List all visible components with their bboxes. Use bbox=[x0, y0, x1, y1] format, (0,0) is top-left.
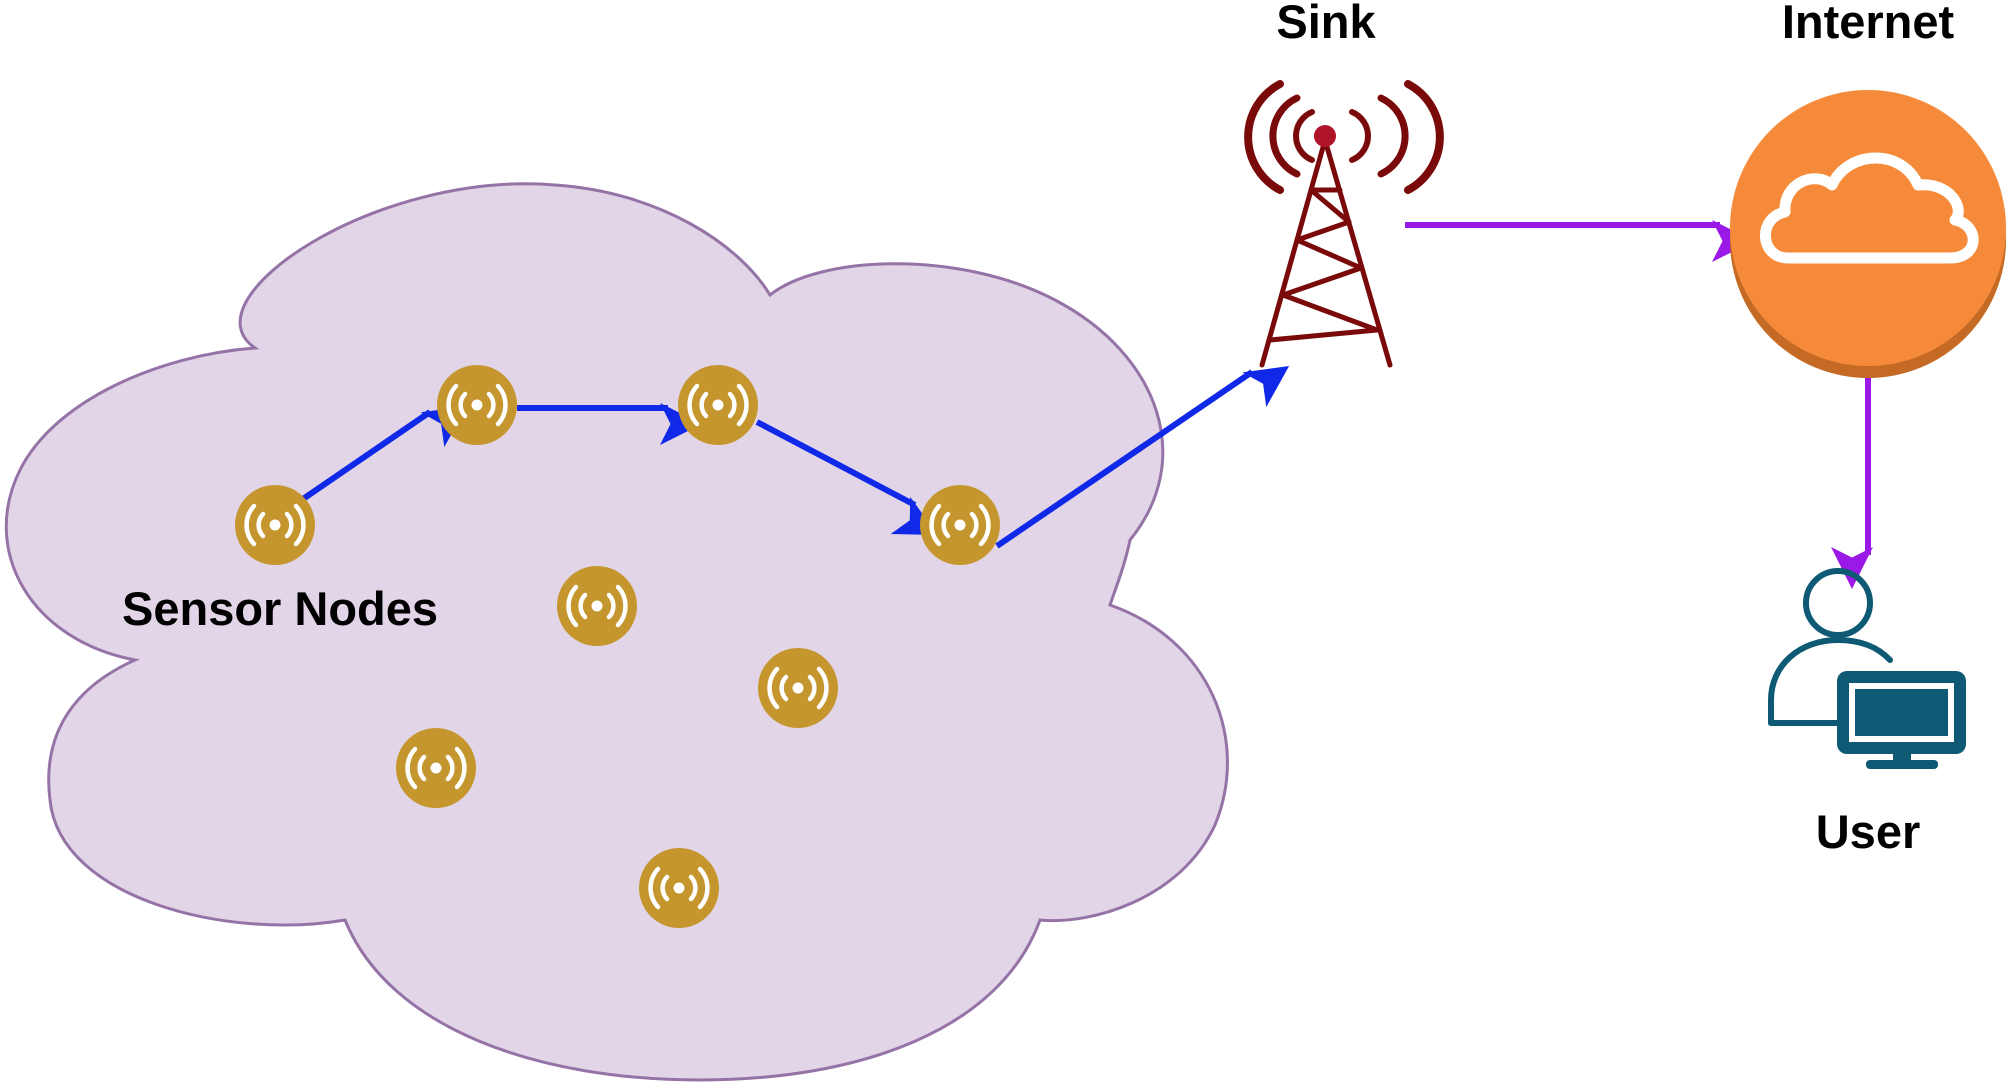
sink-label: Sink bbox=[1276, 0, 1376, 48]
user-label: User bbox=[1816, 805, 1921, 858]
hop-arrow-1 bbox=[301, 405, 468, 502]
tower-antenna-tip bbox=[1314, 125, 1336, 147]
wireless-sensor-icon bbox=[639, 848, 719, 928]
radio-tower-icon bbox=[1244, 80, 1444, 368]
sensor-nodes-label: Sensor Nodes bbox=[122, 582, 438, 635]
wireless-sensor-icon bbox=[437, 365, 517, 445]
user-at-computer-icon bbox=[1768, 568, 1966, 769]
wireless-sensor-icon bbox=[678, 365, 758, 445]
wireless-sensor-icon bbox=[235, 485, 315, 565]
cloud-icon bbox=[1760, 152, 1979, 264]
wireless-sensor-icon bbox=[920, 485, 1000, 565]
internet-node bbox=[1730, 90, 2006, 378]
wireless-sensor-icon bbox=[758, 648, 838, 728]
hop-arrow-4 bbox=[995, 366, 1290, 549]
internet-label: Internet bbox=[1782, 0, 1955, 48]
hop-arrow-3 bbox=[755, 419, 938, 535]
wireless-sensor-icon bbox=[396, 728, 476, 808]
wireless-sensor-icon bbox=[557, 566, 637, 646]
